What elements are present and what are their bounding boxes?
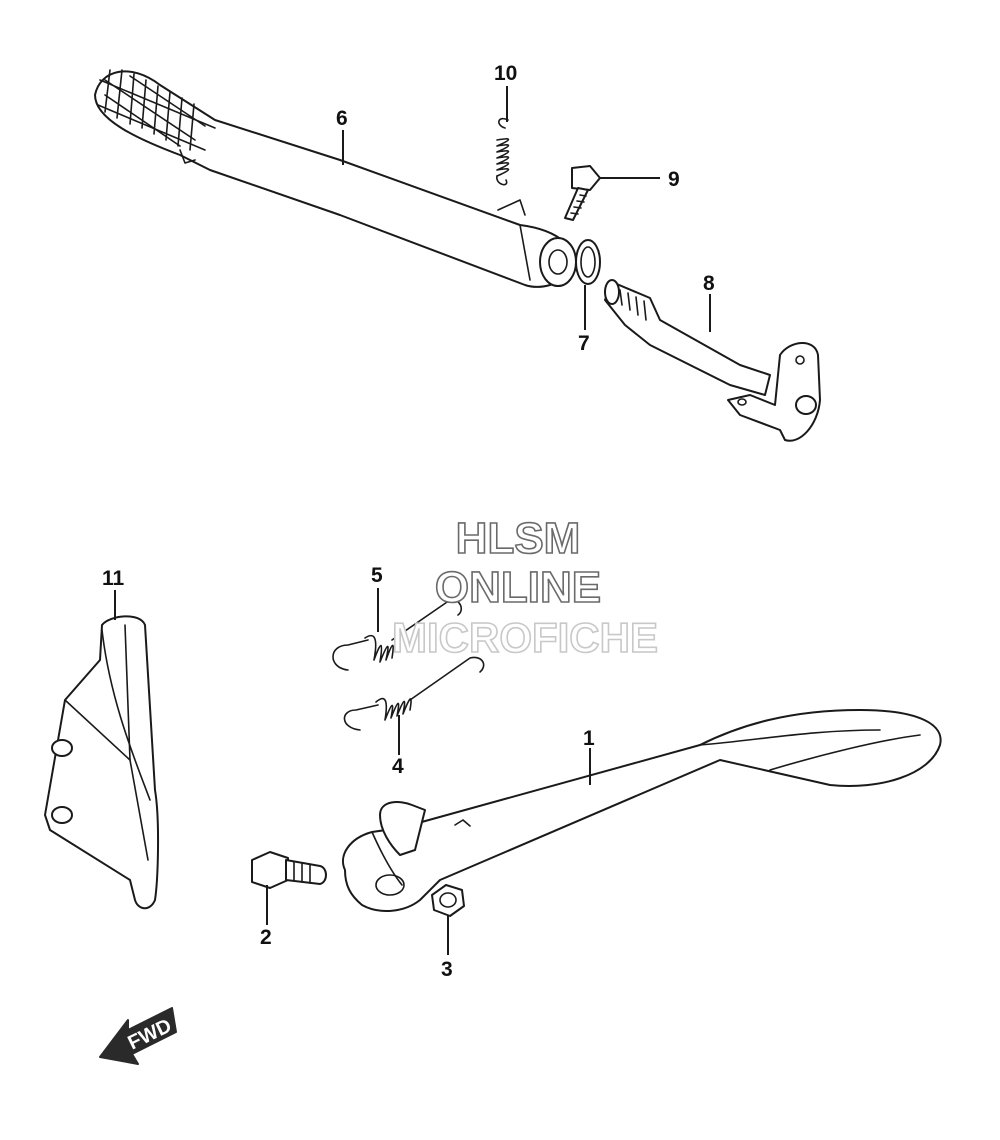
callout-11: 11 <box>102 567 125 590</box>
callout-4: 4 <box>392 755 404 778</box>
part-6-kick-lever <box>94 69 577 288</box>
watermark-line-3: MICROFICHE <box>392 614 658 661</box>
leader-lines <box>114 86 711 955</box>
callouts: 1 2 3 4 5 6 7 8 9 10 11 <box>102 62 715 981</box>
part-10-spring <box>496 117 510 186</box>
watermark-line-2: ONLINE <box>435 563 601 612</box>
callout-3: 3 <box>441 958 453 981</box>
watermark-line-1: HLSM <box>456 514 581 563</box>
callout-5: 5 <box>371 564 383 587</box>
part-3-nut <box>431 884 465 917</box>
callout-2: 2 <box>260 926 272 949</box>
part-8-kick-shaft <box>604 279 821 442</box>
callout-10: 10 <box>494 62 517 85</box>
part-7-washer <box>575 239 601 285</box>
part-4-spring <box>343 656 485 731</box>
callout-9: 9 <box>668 168 680 191</box>
callout-1: 1 <box>583 727 595 750</box>
part-1-side-stand <box>342 709 942 912</box>
fwd-arrow: FWD <box>99 1007 177 1065</box>
callout-7: 7 <box>578 332 590 355</box>
part-2-bolt <box>251 851 327 889</box>
callout-6: 6 <box>336 107 348 130</box>
part-5-spring <box>332 599 462 671</box>
watermark: HLSM ONLINE MICROFICHE <box>391 513 659 662</box>
part-9-bolt <box>564 165 601 221</box>
callout-8: 8 <box>703 272 715 295</box>
part-11-bracket <box>44 615 160 910</box>
